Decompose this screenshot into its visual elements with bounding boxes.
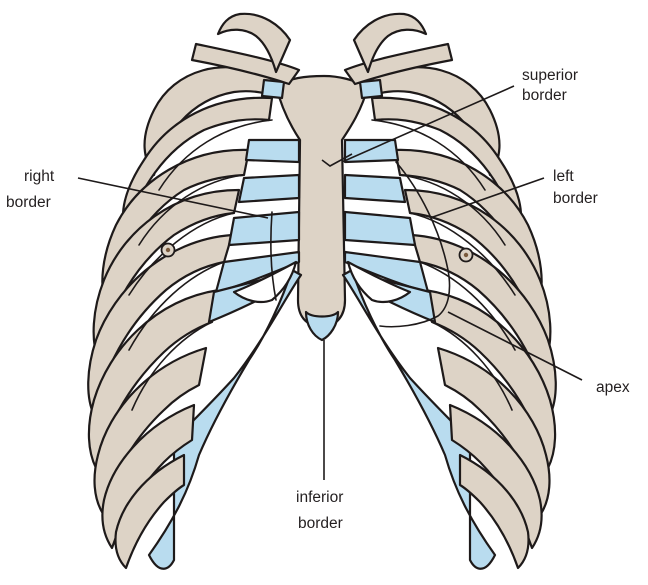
inferior-border-label: inferior border [296, 489, 348, 532]
rib-cage-right-side [88, 44, 301, 569]
superior-border-label: superior border [522, 67, 582, 104]
xiphoid-process [306, 312, 338, 340]
rib-cage-left-side [343, 44, 556, 569]
left-border-label: left border [553, 168, 598, 207]
nipple-marker-icon [162, 244, 175, 257]
right-border-label: right border [6, 168, 58, 211]
apex-label: apex [596, 379, 630, 396]
nipple-marker-icon [460, 249, 473, 262]
